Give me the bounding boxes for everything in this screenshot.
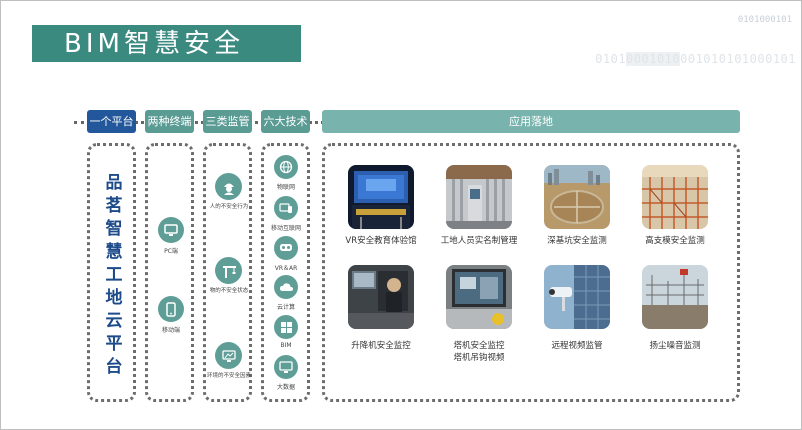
app-label-elevator: 升降机安全监控 — [351, 341, 411, 351]
cloud-icon — [274, 275, 298, 299]
environment-icon — [215, 342, 242, 369]
app-label-dust-monitor: 扬尘噪音监测 — [649, 341, 701, 351]
app-label-formwork: 高支模安全监测 — [645, 236, 705, 246]
platform-char: 云 — [105, 311, 123, 331]
supervision-label-object: 物的不安全状态 — [209, 288, 249, 294]
tech-column — [261, 143, 310, 402]
supervision-column — [203, 143, 252, 402]
tech-label-vr: VR＆AR — [274, 265, 298, 272]
tech-label-mobile-internet: 移动互联网 — [270, 225, 301, 232]
bim-icon — [274, 315, 298, 339]
app-label-crane-hook-video: 塔机吊钩视频 — [453, 353, 505, 363]
elevator-photo — [348, 265, 414, 329]
binary-mid-post: 001010101000101 — [680, 52, 796, 66]
binary-decoration-top: 0101000101 — [737, 15, 792, 25]
dust-monitor-photo — [642, 265, 708, 329]
binary-mid-pre: 0101 — [595, 52, 627, 66]
tower-crane-photo — [446, 265, 512, 329]
platform-char: 工 — [105, 265, 123, 285]
tech-label-bim: BIM — [280, 342, 292, 349]
platform-name: 品 茗 智 慧 工 地 云 平 台 — [102, 172, 126, 379]
app-label-foundation-pit: 深基坑安全监测 — [547, 236, 607, 246]
apps-column — [322, 143, 740, 402]
crane-icon — [215, 257, 242, 284]
app-label-turnstile: 工地人员实名制管理 — [440, 236, 518, 246]
camera-photo — [544, 265, 610, 329]
tech-label-bigdata: 大数据 — [276, 384, 295, 391]
platform-char: 平 — [105, 334, 123, 354]
vr-icon — [274, 236, 298, 260]
page-title: BIM智慧安全 — [64, 29, 244, 59]
terminals-column — [145, 143, 194, 402]
header-terminals: 两种终端 — [145, 110, 194, 133]
iot-icon — [274, 155, 298, 179]
binary-mid-highlight: 0001010 — [626, 52, 681, 66]
app-label-camera: 远程视频监管 — [551, 341, 603, 351]
supervision-label-environment: 环境的不安全因素 — [206, 373, 251, 379]
header-apps: 应用落地 — [322, 110, 740, 133]
worker-icon — [215, 173, 242, 200]
title-bar — [32, 25, 301, 62]
platform-char: 慧 — [105, 242, 123, 262]
app-label-vr: VR安全教育体验馆 — [345, 236, 417, 246]
header-supervision: 三类监管 — [203, 110, 252, 133]
terminal-label-mobile: 移动端 — [161, 327, 180, 334]
app-label-tower-crane: 塔机安全监控 — [453, 341, 505, 351]
header-tech: 六大技术 — [261, 110, 310, 133]
platform-char: 地 — [105, 288, 123, 308]
platform-column — [87, 143, 136, 402]
terminal-label-pc: PC端 — [164, 248, 178, 255]
tech-label-iot: 物联网 — [276, 184, 295, 191]
turnstile-photo — [446, 165, 512, 229]
bigdata-icon — [274, 355, 298, 379]
phone-icon — [158, 296, 184, 322]
platform-char: 茗 — [105, 196, 123, 216]
formwork-photo — [642, 165, 708, 229]
vr-hall-photo — [348, 165, 414, 229]
header-connector-line — [74, 121, 324, 124]
header-platform: 一个平台 — [87, 110, 136, 133]
binary-decoration-mid: 01010001010001010101000101 — [595, 52, 796, 66]
supervision-label-human: 人的不安全行为 — [209, 204, 249, 210]
foundation-pit-photo — [544, 165, 610, 229]
mobile-internet-icon — [274, 196, 298, 220]
platform-char: 台 — [105, 357, 123, 377]
platform-char: 智 — [105, 219, 123, 239]
monitor-icon — [158, 217, 184, 243]
tech-label-cloud: 云计算 — [276, 304, 295, 311]
platform-char: 品 — [105, 173, 123, 193]
